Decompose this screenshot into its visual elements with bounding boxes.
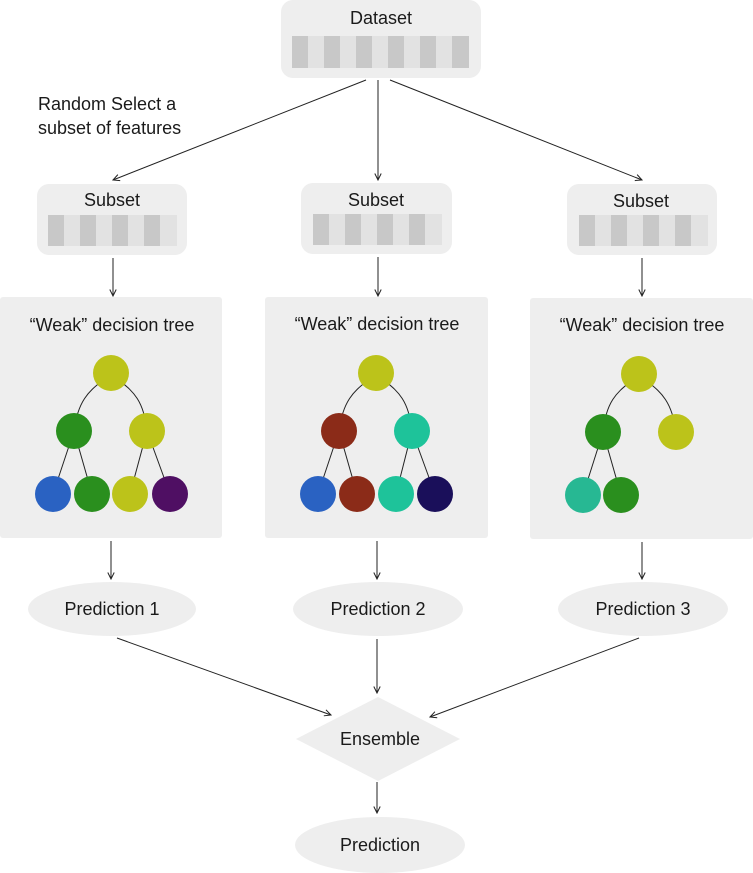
annotation-line-1: Random Select a bbox=[38, 94, 177, 114]
tree-3-right-node bbox=[658, 414, 694, 450]
dataset-box: Dataset bbox=[281, 0, 481, 78]
tree-2-leaf-4 bbox=[417, 476, 453, 512]
arrow-dataset-subset-1 bbox=[113, 79, 367, 180]
ensemble-node: Ensemble bbox=[296, 697, 460, 781]
tree-2-leaf-2 bbox=[339, 476, 375, 512]
subset-title-2: Subset bbox=[348, 190, 404, 210]
tree-1-leaf-1 bbox=[35, 476, 71, 512]
tree-3-root-node bbox=[621, 356, 657, 392]
prediction-label-1: Prediction 1 bbox=[64, 599, 159, 619]
dataset-title: Dataset bbox=[350, 8, 412, 28]
prediction-node-3: Prediction 3 bbox=[558, 582, 728, 636]
tree-1-leaf-4 bbox=[152, 476, 188, 512]
tree-1-right-node bbox=[129, 413, 165, 449]
subset-cells-1 bbox=[48, 215, 177, 246]
tree-2-right-node bbox=[394, 413, 430, 449]
prediction-label-3: Prediction 3 bbox=[595, 599, 690, 619]
subset-title-3: Subset bbox=[613, 191, 669, 211]
tree-title-1: “Weak” decision tree bbox=[30, 315, 195, 335]
tree-2-root-node bbox=[358, 355, 394, 391]
prediction-to-ensemble-arrows bbox=[116, 637, 640, 717]
tree-2-left-node bbox=[321, 413, 357, 449]
prediction-node-2: Prediction 2 bbox=[293, 582, 463, 636]
random-select-annotation: Random Select a subset of features bbox=[38, 94, 181, 138]
prediction-label-2: Prediction 2 bbox=[330, 599, 425, 619]
tree-panel-1: “Weak” decision tree bbox=[0, 297, 222, 538]
subset-box-1: Subset bbox=[37, 184, 187, 255]
tree-1-leaf-3 bbox=[112, 476, 148, 512]
tree-3-leaf-2 bbox=[603, 477, 639, 513]
dataset-cells bbox=[292, 36, 469, 68]
subset-box-3: Subset bbox=[567, 184, 717, 255]
tree-2-leaf-3 bbox=[378, 476, 414, 512]
subset-box-2: Subset bbox=[301, 183, 452, 254]
arrow-prediction-ensemble-1 bbox=[116, 637, 331, 715]
dataset-to-subset-arrows bbox=[113, 79, 642, 180]
tree-1-root-node bbox=[93, 355, 129, 391]
subset-cells-3 bbox=[579, 215, 708, 246]
tree-2-leaf-1 bbox=[300, 476, 336, 512]
prediction-node-1: Prediction 1 bbox=[28, 582, 196, 636]
arrow-prediction-ensemble-3 bbox=[430, 637, 640, 717]
tree-3-leaf-1 bbox=[565, 477, 601, 513]
tree-to-prediction-arrows bbox=[111, 541, 642, 579]
subset-to-tree-arrows bbox=[113, 257, 642, 296]
subset-title-1: Subset bbox=[84, 190, 140, 210]
tree-1-leaf-2 bbox=[74, 476, 110, 512]
tree-3-left-node bbox=[585, 414, 621, 450]
arrow-dataset-subset-3 bbox=[389, 79, 642, 180]
ensemble-label: Ensemble bbox=[340, 729, 420, 749]
subset-cells-2 bbox=[313, 214, 442, 245]
tree-title-2: “Weak” decision tree bbox=[295, 314, 460, 334]
tree-1-left-node bbox=[56, 413, 92, 449]
final-prediction-node: Prediction bbox=[295, 817, 465, 873]
tree-panel-3: “Weak” decision tree bbox=[530, 298, 753, 539]
tree-title-3: “Weak” decision tree bbox=[560, 315, 725, 335]
tree-panel-2: “Weak” decision tree bbox=[265, 297, 488, 538]
annotation-line-2: subset of features bbox=[38, 118, 181, 138]
final-prediction-label: Prediction bbox=[340, 835, 420, 855]
